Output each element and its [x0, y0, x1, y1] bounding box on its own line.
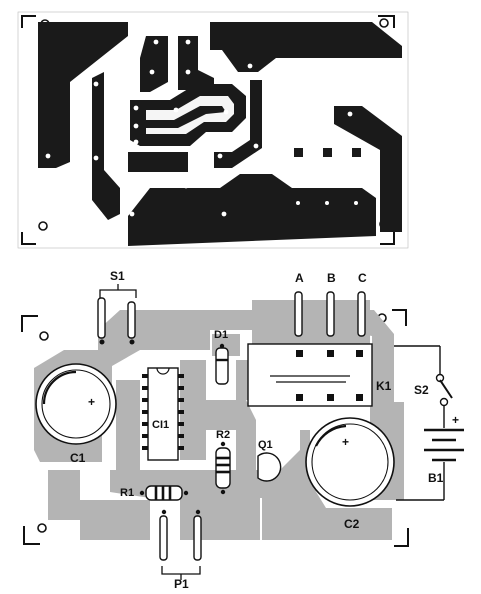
label-r2: R2 [216, 429, 231, 441]
corner-mark [21, 15, 36, 28]
capacitor-c1 [35, 363, 117, 445]
lead-b [326, 291, 335, 337]
s1-lead [127, 301, 136, 339]
corner-mark [394, 528, 409, 547]
corner-mark [23, 526, 40, 545]
corner-mark [21, 232, 36, 245]
mount-hole [379, 18, 389, 28]
p1-lead [193, 515, 202, 561]
s2-contact [439, 397, 449, 407]
relay-pins [296, 350, 363, 401]
corner-mark [392, 309, 407, 326]
corner-mark [378, 15, 395, 28]
label-s1: S1 [110, 269, 125, 283]
p1-lead [159, 515, 168, 561]
mount-hole [38, 221, 48, 231]
diode-d1 [215, 347, 229, 385]
mount-hole [39, 331, 49, 341]
s1-lead [97, 297, 106, 339]
copper-trace [92, 72, 120, 220]
corner-mark [21, 315, 38, 332]
label-d1: D1 [214, 329, 229, 341]
label-c: C [358, 271, 367, 285]
capacitor-c2 [305, 417, 395, 507]
resistor-r2 [215, 447, 231, 489]
component-layout [21, 284, 464, 580]
corner-mark [380, 230, 395, 245]
copper-trace [178, 36, 214, 90]
label-ci1: CI1 [152, 419, 170, 431]
relay-k1 [247, 343, 373, 407]
label-p1: P1 [174, 577, 189, 591]
copper-pad-bottom [128, 174, 376, 246]
label-r1: R1 [120, 487, 135, 499]
label-b: B [327, 271, 336, 285]
copper-trace [128, 152, 188, 172]
label-k1: K1 [376, 379, 392, 393]
s1-bracket [99, 289, 137, 298]
drill-holes [45, 39, 353, 217]
transistor-q1 [257, 452, 282, 482]
lead-c [357, 291, 366, 337]
label-plus-c2: + [342, 435, 350, 449]
label-s2: S2 [414, 383, 429, 397]
copper-trace [140, 36, 168, 92]
label-plus-c1: + [88, 395, 96, 409]
label-b1: B1 [428, 471, 444, 485]
copper-pad-top-right [210, 22, 402, 72]
label-a: A [295, 271, 304, 285]
p1-bracket [161, 566, 201, 575]
relay-pads [294, 148, 361, 210]
label-c1: C1 [70, 451, 86, 465]
copper-pad-left [38, 22, 128, 168]
relay-pad-holes [296, 201, 358, 205]
s2-lever [439, 379, 453, 399]
lead-a [294, 291, 303, 337]
copper-trace [134, 106, 226, 128]
ic-pins [142, 374, 184, 450]
label-c2: C2 [344, 517, 360, 531]
label-plus-battery: + [452, 413, 460, 427]
label-q1: Q1 [258, 439, 273, 451]
mount-hole [37, 523, 47, 533]
copper-trace [214, 80, 262, 168]
top-board-outline [17, 11, 409, 249]
pcb-copper-layout [17, 11, 409, 249]
copper-pad-right [334, 106, 402, 232]
battery-b1 [424, 428, 464, 462]
ic-ci1 [147, 367, 179, 461]
